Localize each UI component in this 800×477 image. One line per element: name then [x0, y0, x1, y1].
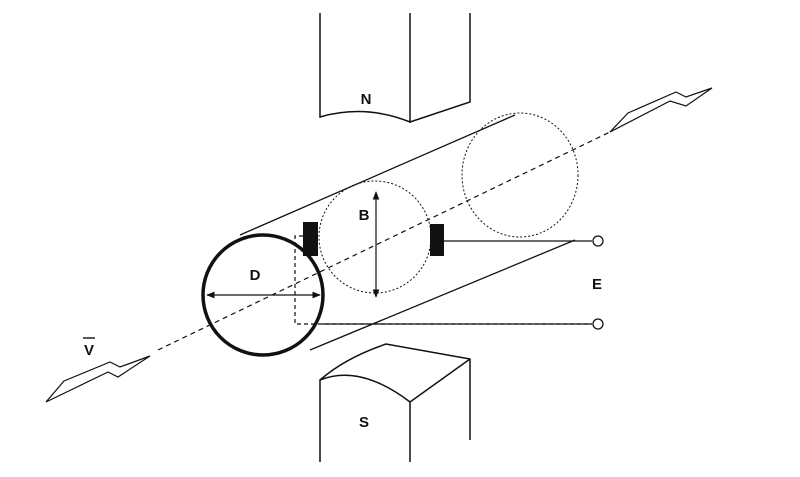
pipe-cylinder [201, 112, 579, 357]
field-label: B [359, 207, 370, 224]
electrode-wiring [294, 235, 592, 325]
terminal-top [592, 235, 604, 247]
south-pole-label: S [359, 414, 369, 431]
right-electrode [430, 224, 444, 256]
north-pole-label: N [361, 91, 372, 108]
south-magnet [319, 343, 471, 462]
left-electrode [303, 222, 318, 256]
velocity-label: V [84, 342, 94, 359]
diameter-label: D [250, 267, 261, 284]
flow-axis-line [157, 131, 611, 351]
north-magnet [319, 13, 471, 124]
terminal-bottom [592, 318, 604, 330]
emf-label: E [592, 276, 602, 293]
flow-arrow-inlet [609, 87, 713, 133]
flow-arrow-outlet [45, 355, 151, 403]
